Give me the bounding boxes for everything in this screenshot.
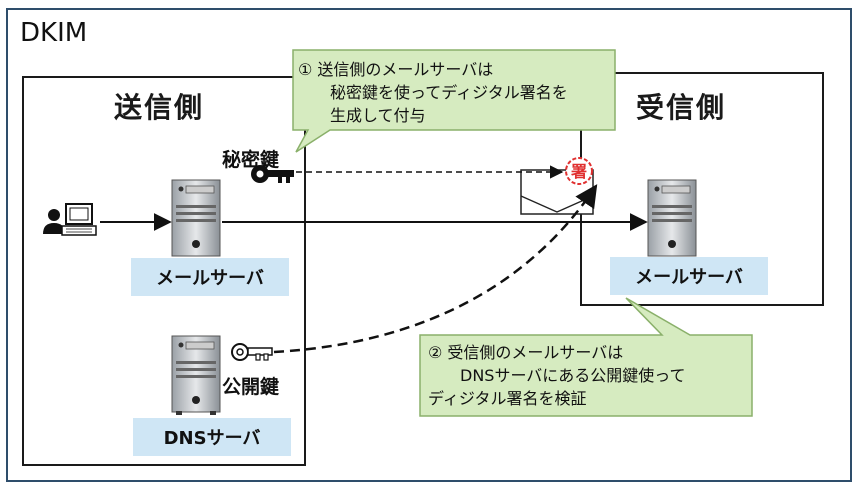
diagram-title: DKIM (20, 18, 88, 48)
public-key-label: 公開鍵 (222, 376, 280, 398)
callout-1-text: ① 送信側のメールサーバは 秘密鍵を使ってディジタル署名を 生成して付与 (298, 58, 616, 127)
receiver-server-label: メールサーバ (610, 257, 768, 295)
user-icon (43, 209, 65, 234)
callout-1-line-1: ① 送信側のメールサーバは (298, 60, 494, 79)
dns-server-label: DNSサーバ (133, 418, 291, 456)
signature-seal-icon: 署 (565, 157, 593, 185)
private-key-icon (251, 165, 294, 183)
callout-2-text: ② 受信側のメールサーバは DNSサーバにある公開鍵使って ディジタル署名を検証 (428, 341, 748, 410)
sender-title: 送信側 (114, 91, 205, 124)
sender-server-icon (171, 179, 221, 257)
callout-2-line-3: ディジタル署名を検証 (428, 389, 587, 408)
dns-server-icon (171, 335, 221, 415)
computer-icon (61, 203, 97, 236)
callout-1-bubble (292, 49, 616, 153)
callout-2-line-2: DNSサーバにある公開鍵使って (428, 366, 686, 385)
receiver-title: 受信側 (636, 91, 727, 124)
callout-1-line-2: 秘密鍵を使ってディジタル署名を (298, 83, 568, 102)
public-key-icon (231, 343, 273, 361)
arrow-public-key-to-signature (273, 184, 598, 354)
callout-1-line-3: 生成して付与 (298, 106, 426, 125)
callout-2-line-1: ② 受信側のメールサーバは (428, 343, 624, 362)
receiver-server-icon (647, 179, 697, 257)
private-key-label: 秘密鍵 (222, 149, 280, 171)
sender-server-label: メールサーバ (131, 258, 289, 296)
signature-glyph: 署 (570, 162, 587, 181)
callout-2-bubble (419, 297, 753, 417)
sender-box (22, 76, 306, 466)
